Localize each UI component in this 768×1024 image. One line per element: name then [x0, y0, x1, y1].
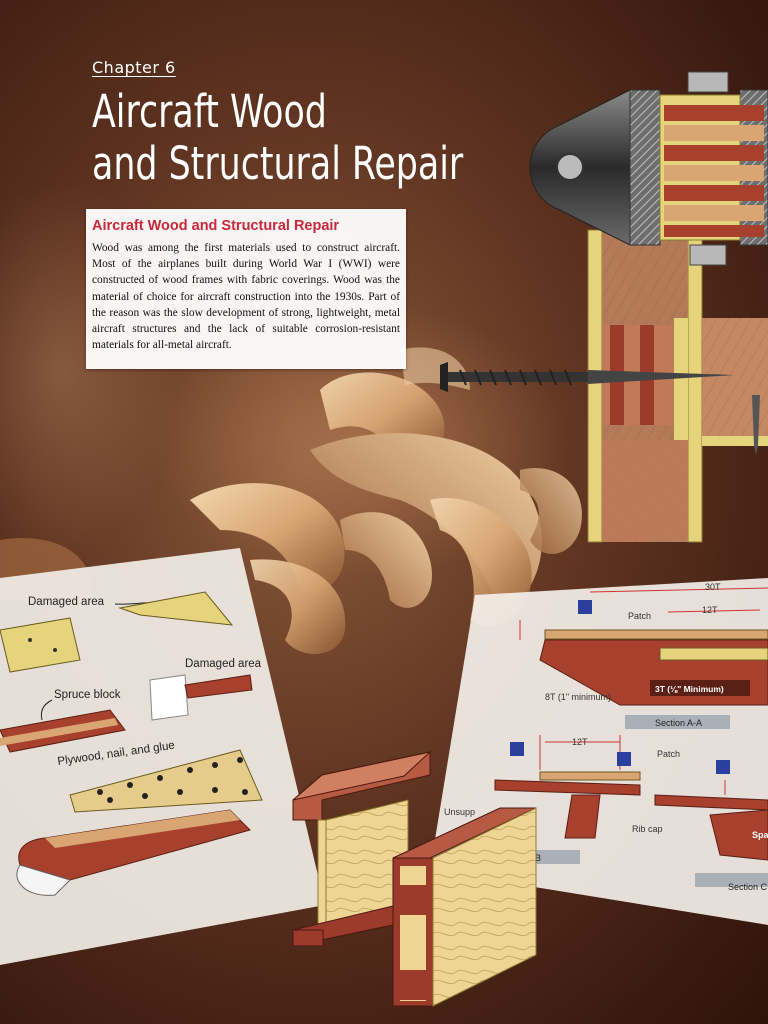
intro-heading: Aircraft Wood and Structural Repair [92, 218, 340, 234]
page-title: Aircraft Wood and Structural Repair [92, 86, 463, 190]
intro-box: Aircraft Wood and Structural Repair Wood… [86, 209, 406, 369]
title-line-2: and Structural Repair [92, 137, 464, 190]
chapter-label: Chapter 6 [92, 58, 176, 77]
intro-paragraph: Wood was among the first materials used … [92, 242, 400, 352]
title-line-1: Aircraft Wood [92, 85, 327, 138]
